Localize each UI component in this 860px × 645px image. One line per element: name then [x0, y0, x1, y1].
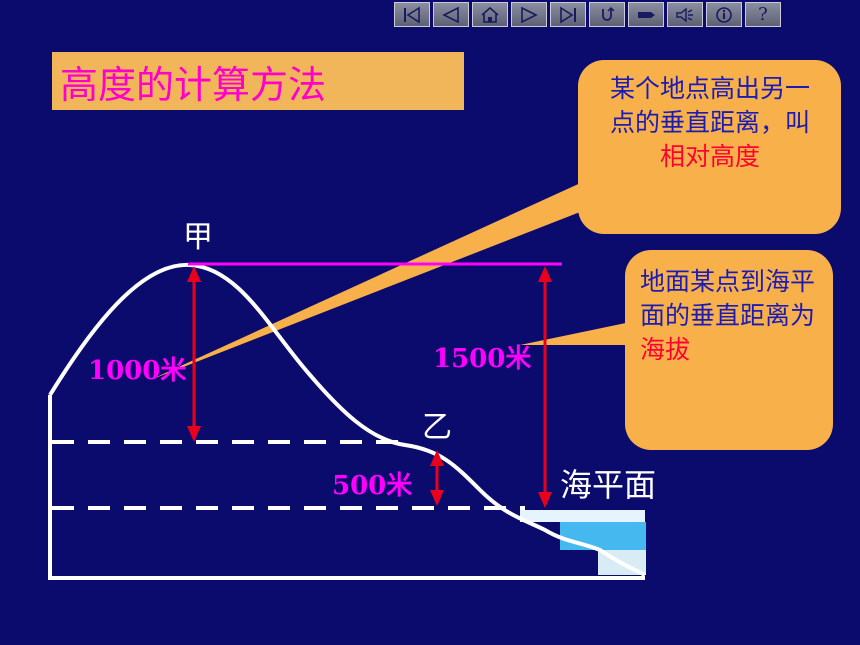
- previous-slide-button[interactable]: [433, 2, 469, 27]
- next-icon: [521, 6, 538, 23]
- return-button[interactable]: [589, 2, 625, 27]
- last-icon: [560, 6, 576, 23]
- relative-height-value: 1000米: [88, 356, 187, 386]
- pen-button[interactable]: [628, 2, 664, 27]
- info-icon: [716, 6, 732, 23]
- point-b-altitude-arrow: [430, 450, 444, 506]
- help-icon: ?: [758, 4, 768, 25]
- next-slide-button[interactable]: [511, 2, 547, 27]
- home-button[interactable]: [472, 2, 508, 27]
- relative-height-term: 相对高度: [659, 142, 760, 171]
- altitude-value: 1500米: [433, 344, 532, 374]
- pen-icon: [638, 11, 655, 18]
- speaker-icon: [676, 7, 693, 22]
- altitude-arrow: [538, 266, 552, 508]
- help-button[interactable]: ?: [745, 2, 781, 27]
- first-slide-button[interactable]: [394, 2, 430, 27]
- first-icon: [404, 6, 420, 23]
- sound-button[interactable]: [667, 2, 703, 27]
- terrain-outline: [48, 262, 646, 577]
- relative-height-arrow: [187, 266, 201, 442]
- relative-height-definition-text: 某个地点高出另一点的垂直距离，叫: [609, 74, 810, 137]
- previous-icon: [442, 6, 459, 23]
- navigation-toolbar: ?: [394, 2, 781, 27]
- altitude-definition: 地面某点到海平面的垂直距离为海拔: [640, 265, 818, 367]
- relative-height-bubble: [150, 60, 841, 380]
- return-icon: [602, 6, 615, 21]
- page-title: 高度的计算方法: [60, 62, 327, 107]
- altitude-definition-text: 地面某点到海平面的垂直距离为: [640, 267, 816, 330]
- altitude-term: 海拔: [640, 335, 691, 364]
- title-box: 高度的计算方法: [52, 52, 464, 110]
- point-b-altitude-value: 500米: [332, 471, 413, 501]
- info-button[interactable]: [706, 2, 742, 27]
- peak-label: 甲: [183, 220, 213, 255]
- altitude-bubble: [520, 250, 833, 450]
- sea-level-label: 海平面: [560, 466, 657, 504]
- home-icon: [481, 6, 499, 23]
- point-b-label: 乙: [422, 410, 452, 445]
- relative-height-definition: 某个地点高出另一点的垂直距离，叫相对高度: [602, 72, 818, 174]
- last-slide-button[interactable]: [550, 2, 586, 27]
